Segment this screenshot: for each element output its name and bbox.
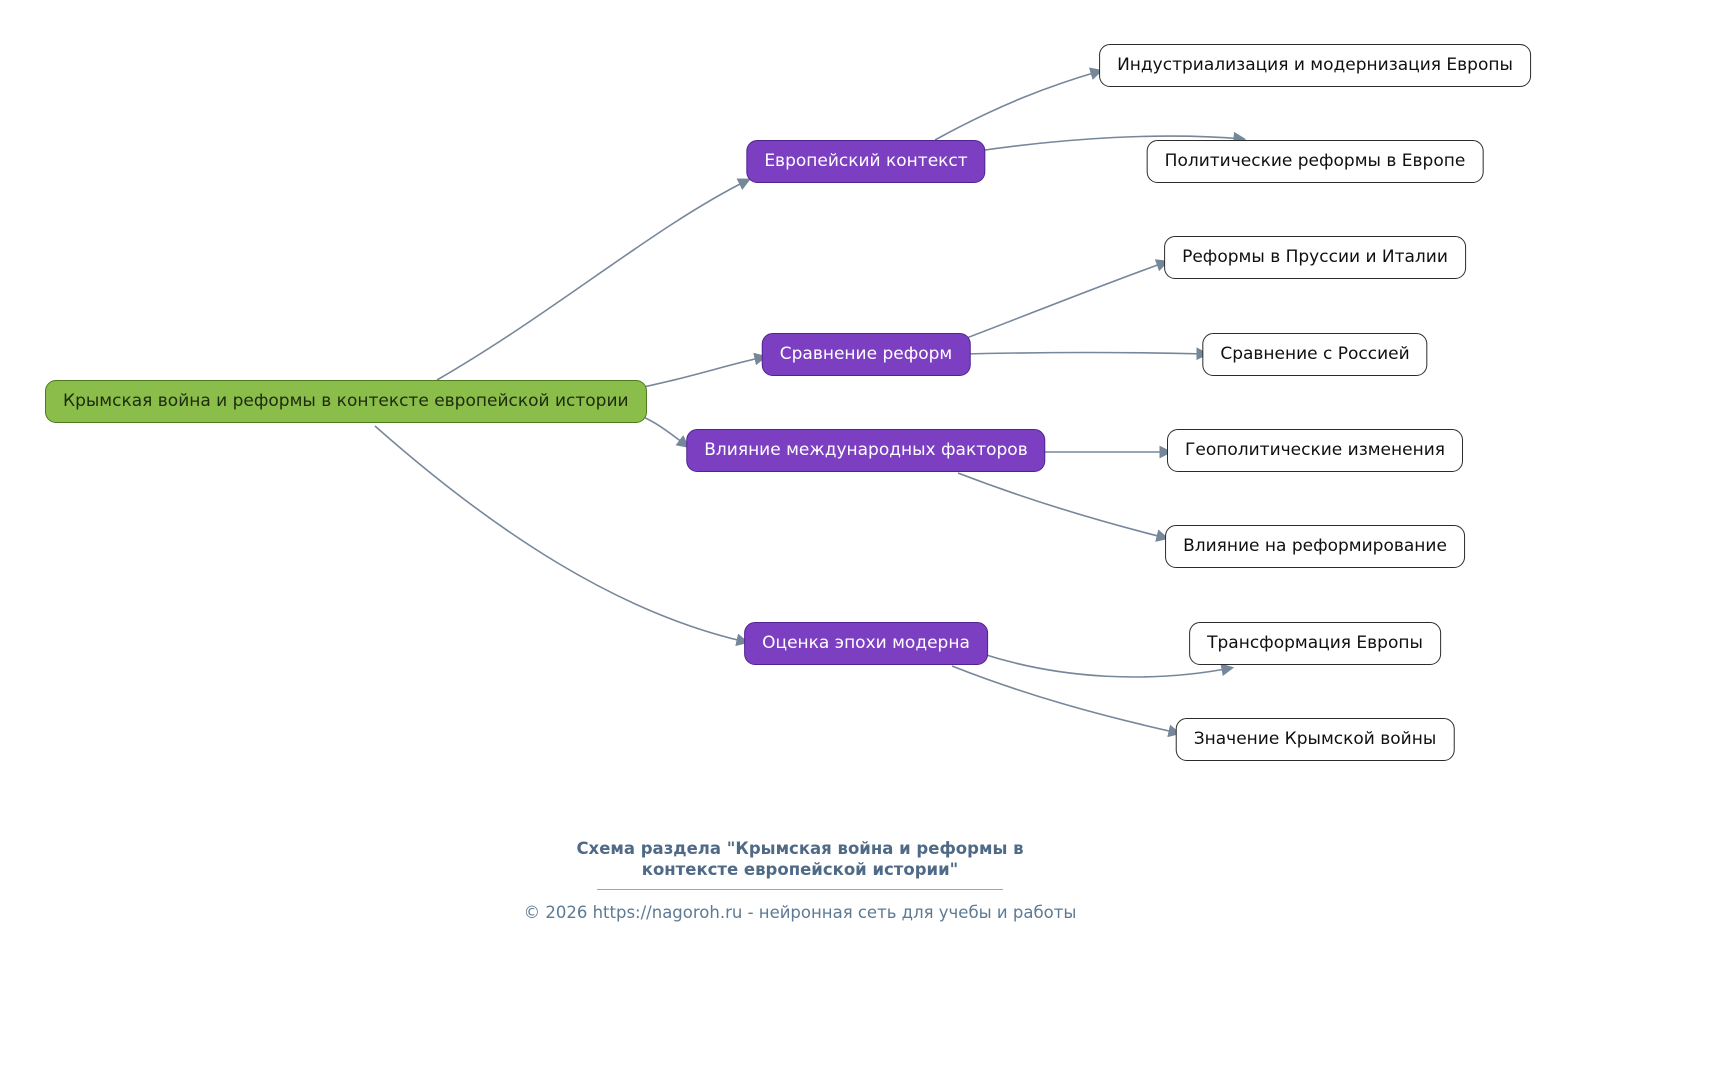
leaf-transformation-of-europe: Трансформация Европы (1189, 622, 1441, 665)
branch-reform-comparison: Сравнение реформ (761, 333, 971, 376)
footer-copyright: © 2026 https://nagoroh.ru - нейронная се… (523, 903, 1077, 922)
leaf-geopolitical-changes: Геополитические изменения (1167, 429, 1463, 472)
leaf-influence-on-reforming: Влияние на реформирование (1165, 525, 1465, 568)
edge-context-to-political-reforms (977, 131, 1247, 152)
edge-comparison-to-prussia-italy (963, 259, 1170, 340)
footer-title: Схема раздела "Крымская война и реформы … (350, 838, 1250, 880)
edge-comparison-to-russia (963, 347, 1210, 361)
leaf-significance-crimean-war: Значение Крымской войны (1175, 718, 1455, 761)
leaf-industrialization-modernization: Индустриализация и модернизация Европы (1099, 44, 1531, 87)
edge-modern-to-significance (951, 665, 1182, 738)
footer-title-line1: Схема раздела "Крымская война и реформы … (576, 839, 1024, 858)
branch-modern-era-assessment: Оценка эпохи модерна (744, 622, 988, 665)
edge-root-to-modern-era (374, 425, 750, 647)
edge-context-to-industrialization (934, 67, 1104, 141)
edge-modern-to-transformation (979, 652, 1235, 678)
leaf-reforms-prussia-italy: Реформы в Пруссии и Италии (1164, 236, 1466, 279)
edge-factors-to-reforming (957, 472, 1170, 542)
branch-european-context: Европейский контекст (746, 140, 986, 183)
footer-title-line2: контексте европейской истории" (641, 860, 959, 879)
mindmap-root-node: Крымская война и реформы в контексте евр… (45, 380, 647, 423)
edge-root-to-european-context (436, 178, 751, 381)
footer: Схема раздела "Крымская война и реформы … (350, 838, 1250, 922)
branch-international-factors: Влияние международных факторов (686, 429, 1046, 472)
footer-divider (597, 889, 1003, 890)
leaf-comparison-with-russia: Сравнение с Россией (1202, 333, 1428, 376)
leaf-political-reforms-europe: Политические реформы в Европе (1146, 140, 1484, 183)
